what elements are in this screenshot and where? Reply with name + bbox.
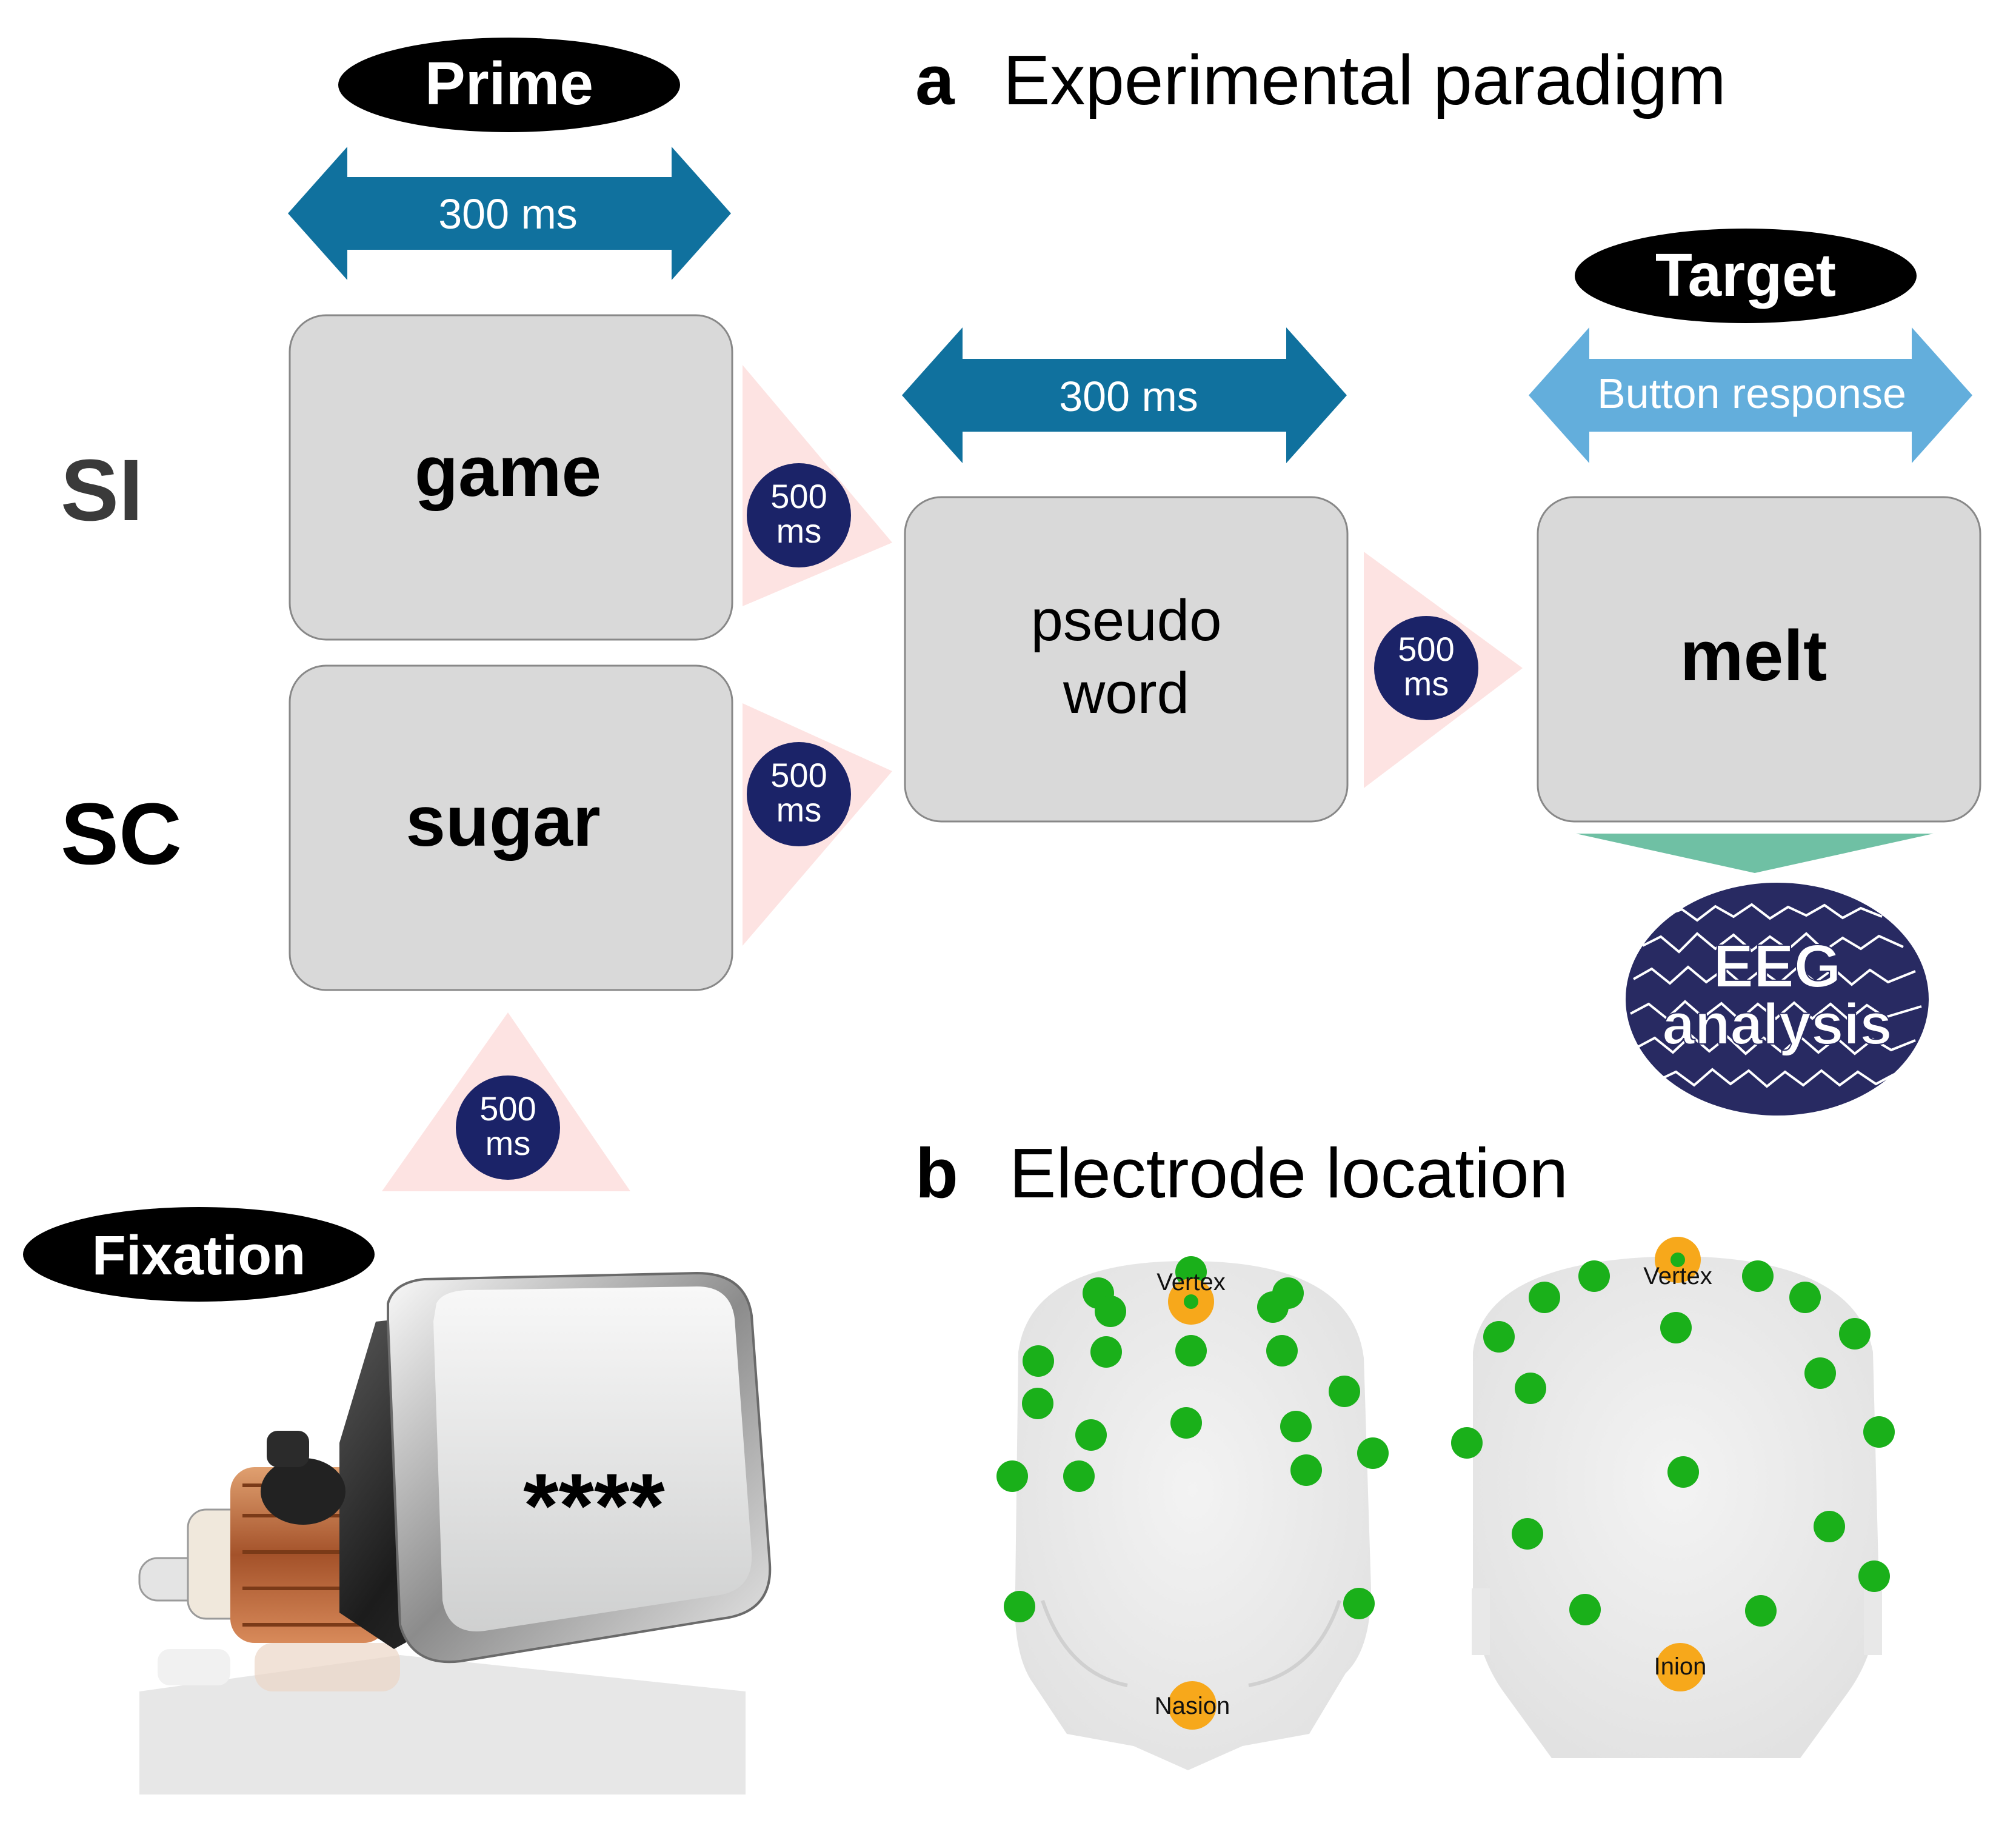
fixation-label-text: Fixation: [92, 1225, 306, 1286]
electrode: [1863, 1416, 1895, 1448]
section-a-heading: a Experimental paradigm: [915, 41, 1726, 119]
electrode: [1023, 1345, 1054, 1377]
si-prime-word: game: [415, 432, 601, 512]
screen-sc-prime: sugar: [289, 664, 733, 991]
electrode: [1660, 1312, 1692, 1343]
screen-si-prime: game: [289, 314, 733, 641]
eeg-connector: [1576, 834, 1934, 873]
inion-landmark: [1656, 1643, 1704, 1691]
electrode: [1858, 1560, 1890, 1592]
pseudoword-line-2: word: [1063, 661, 1189, 726]
nasion-label: Nasion: [1155, 1693, 1230, 1719]
isi-badge-si-unit: ms: [776, 512, 822, 550]
electrode: [1804, 1357, 1836, 1389]
electrode: [1175, 1335, 1207, 1366]
target-word: melt: [1680, 616, 1827, 696]
electrode: [1022, 1388, 1053, 1419]
inion-label: Inion: [1654, 1653, 1707, 1680]
nasion-landmark: [1168, 1681, 1217, 1730]
sc-prime-word: sugar: [406, 781, 600, 861]
electrode: [1789, 1282, 1821, 1313]
fixation-label: Fixation: [23, 1207, 375, 1302]
electrode: [1266, 1335, 1298, 1366]
electrode: [1063, 1460, 1095, 1492]
isi-badge-sc-unit: ms: [776, 791, 822, 829]
electrode: [1814, 1511, 1845, 1542]
electrode: [1357, 1437, 1389, 1469]
screen-target: melt: [1537, 496, 1981, 823]
electrode: [1004, 1591, 1035, 1622]
isi-badge-fixation: 500 ms: [456, 1075, 560, 1180]
prime-duration-text: 300 ms: [438, 190, 578, 238]
section-a-letter: a: [915, 41, 955, 119]
isi-badge-fixation-unit: ms: [486, 1124, 531, 1162]
eeg-waveform-icon: [1630, 903, 1922, 1088]
electrode: [1671, 1253, 1685, 1267]
electrode: [1090, 1336, 1122, 1368]
electrode: [1578, 1260, 1610, 1292]
isi-badge-sc: 500 ms: [747, 742, 851, 846]
electrode: [1483, 1321, 1515, 1353]
section-b-title: Electrode location: [1009, 1134, 1568, 1213]
electrodes-front: [996, 1256, 1389, 1622]
electrode: [1175, 1256, 1207, 1288]
isi-badge-si-value: 500: [770, 477, 827, 515]
isi-badge-pseudo-unit: ms: [1404, 664, 1449, 703]
pseudoword-line-1: pseudo: [1031, 588, 1222, 653]
electrode: [1075, 1419, 1107, 1451]
electrode: [1742, 1260, 1774, 1292]
isi-badge-pseudo-value: 500: [1398, 630, 1454, 668]
crt-monitor-image: ****: [138, 1271, 772, 1795]
section-b-letter: b: [915, 1134, 958, 1213]
eeg-text-line-1: EEG: [1713, 932, 1841, 1000]
head-back-view: Vertex Inion: [1451, 1237, 1895, 1758]
prime-label-text: Prime: [425, 50, 593, 118]
electrode: [1184, 1294, 1198, 1309]
electrode: [1095, 1296, 1126, 1327]
electrode: [1257, 1291, 1289, 1323]
eeg-text-line-2: analysis: [1663, 992, 1892, 1057]
electrode: [1569, 1594, 1601, 1625]
electrode: [1290, 1454, 1322, 1486]
target-label-text: Target: [1655, 241, 1836, 309]
target-label: Target: [1575, 229, 1917, 323]
condition-si-label: SI: [61, 441, 143, 539]
pseudo-duration-text: 300 ms: [1059, 373, 1198, 420]
fixation-asterisks: ****: [523, 1454, 665, 1556]
electrodes-back: [1451, 1260, 1895, 1627]
electrode: [1170, 1407, 1202, 1439]
pseudo-duration-arrow: 300 ms: [902, 327, 1347, 463]
isi-badge-sc-value: 500: [770, 756, 827, 794]
electrode: [1839, 1318, 1871, 1350]
electrode: [996, 1460, 1028, 1492]
button-response-arrow: Button response: [1529, 327, 1972, 463]
section-b-heading: b Electrode location: [915, 1134, 1568, 1213]
electrode: [1529, 1282, 1560, 1313]
vertex-label-front: Vertex: [1157, 1269, 1225, 1296]
electrode: [1329, 1376, 1360, 1407]
eeg-analysis-oval: EEG analysis: [1626, 883, 1929, 1116]
prime-duration-arrow: 300 ms: [288, 147, 731, 280]
electrode: [1343, 1588, 1375, 1619]
condition-sc-label: SC: [61, 785, 182, 883]
electrode: [1515, 1373, 1546, 1404]
electrode: [1745, 1595, 1777, 1627]
electrode: [1512, 1518, 1543, 1550]
isi-badge-pseudo: 500 ms: [1374, 616, 1478, 720]
prime-label: Prime: [338, 38, 680, 132]
section-a-title: Experimental paradigm: [1003, 41, 1726, 119]
electrode: [1280, 1411, 1312, 1442]
screen-pseudoword: pseudo word: [904, 496, 1349, 823]
vertex-label-back: Vertex: [1643, 1263, 1712, 1289]
electrode: [1451, 1427, 1483, 1459]
button-response-text: Button response: [1597, 370, 1906, 417]
isi-badge-si: 500 ms: [747, 463, 851, 567]
isi-badge-fixation-value: 500: [479, 1089, 536, 1128]
electrode: [1667, 1456, 1699, 1488]
head-front-view: Vertex Nasion: [996, 1256, 1389, 1770]
fixation-screen: [433, 1286, 752, 1631]
